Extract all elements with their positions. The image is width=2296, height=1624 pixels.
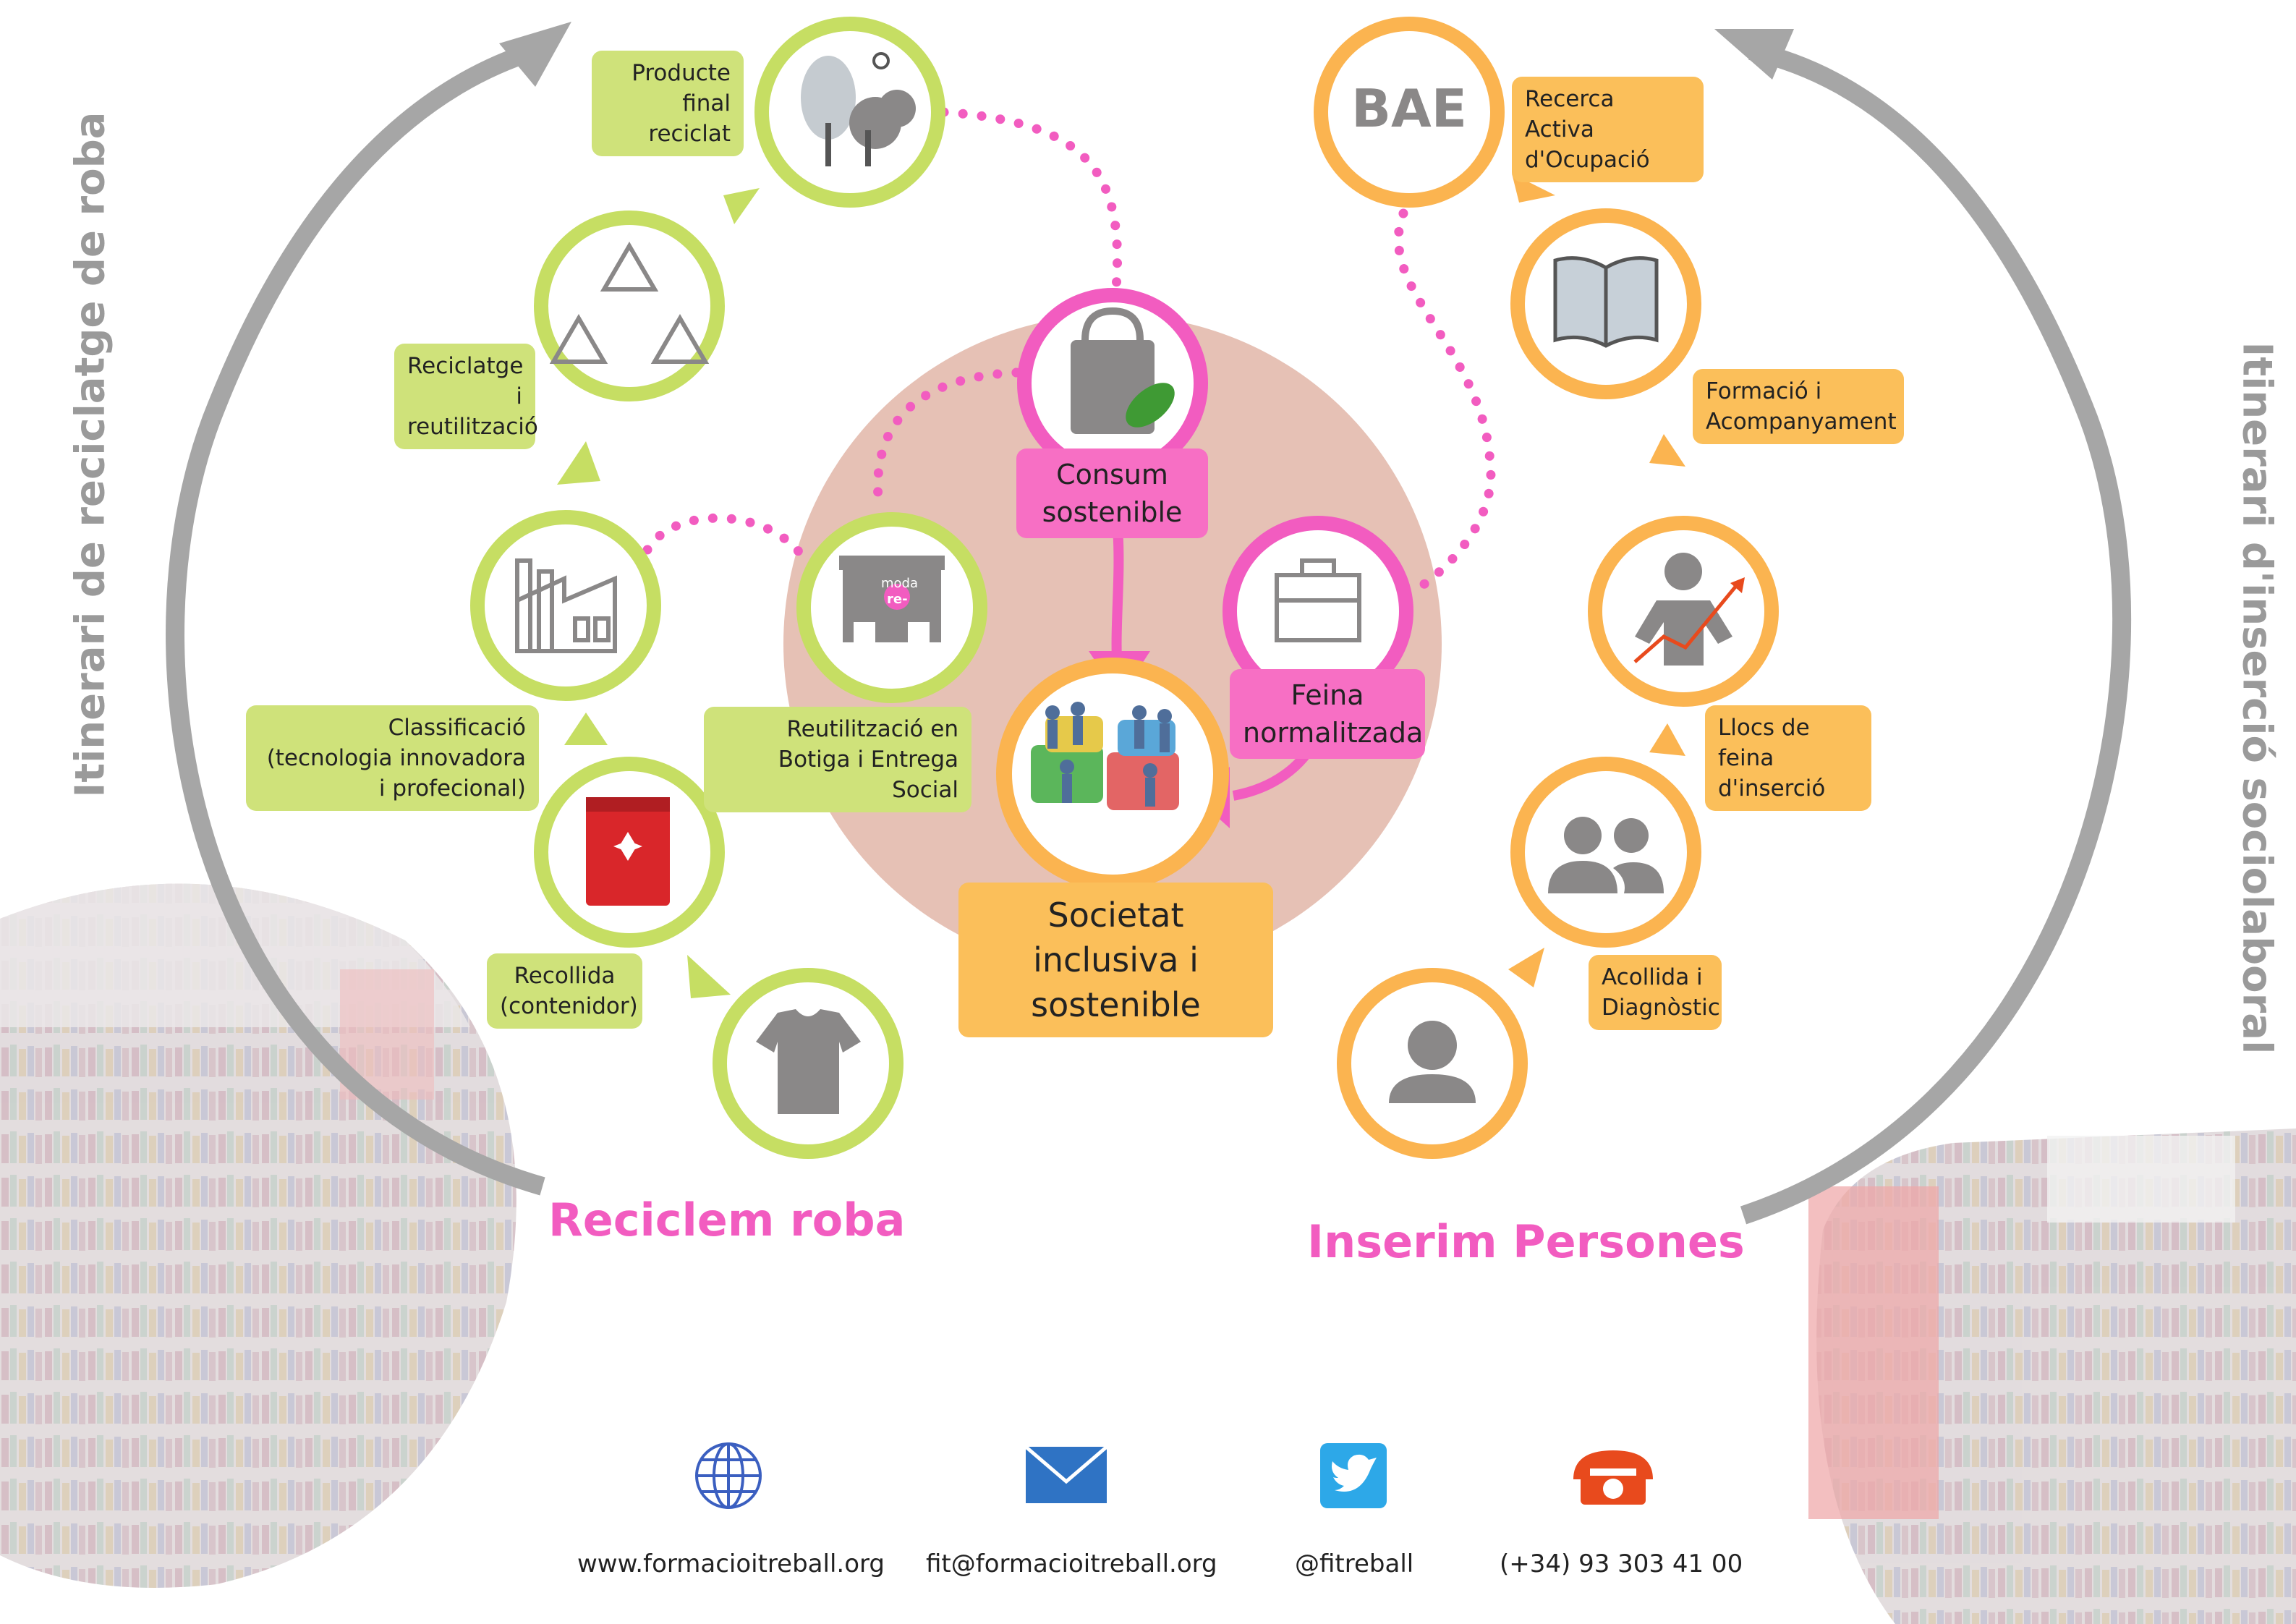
shopping-bag-leaf-icon xyxy=(1071,307,1175,434)
right-cycle-arrow xyxy=(1714,29,2132,1225)
email-icon xyxy=(1024,1445,1108,1503)
label-consumption: Consum sostenible xyxy=(1016,448,1208,538)
label-welcome: Acollida i Diagnòstic xyxy=(1589,955,1722,1030)
left-background-photo xyxy=(0,883,516,1588)
green-node-recycling xyxy=(534,211,725,401)
person-growth-icon xyxy=(1633,553,1745,666)
briefcase-icon xyxy=(1275,558,1361,642)
people-puzzle-icon xyxy=(1031,702,1179,810)
left-heading: Reciclem roba xyxy=(548,1194,906,1246)
green-node-collection xyxy=(534,757,725,948)
pink-node-consumption xyxy=(1017,288,1208,479)
contact-phone[interactable]: (+34) 93 303 41 00 xyxy=(1500,1549,1743,1578)
contact-web[interactable]: www.formacioitreball.org xyxy=(577,1549,885,1578)
phone-icon xyxy=(1573,1450,1653,1505)
globe-icon xyxy=(695,1442,762,1509)
green-step-arrows xyxy=(557,188,760,998)
green-node-tshirt xyxy=(713,968,903,1159)
dotted-connectors xyxy=(642,107,1496,598)
orange-node-bae: BAE xyxy=(1314,17,1505,208)
trees-cloud-icon xyxy=(801,52,916,166)
label-classification: Classificació (tecnologia innovadora i p… xyxy=(246,705,539,811)
orange-node-insertion-jobs xyxy=(1588,516,1779,707)
bae-icon-text: BAE xyxy=(1351,78,1467,139)
label-collection: Recollida (contenidor) xyxy=(487,953,642,1029)
green-node-final-product xyxy=(754,17,945,208)
left-cycle-title: Itinerari de reciclatge de roba xyxy=(67,111,114,798)
twitter-icon xyxy=(1320,1443,1387,1508)
container-icon xyxy=(586,797,670,906)
green-node-classification xyxy=(470,510,661,701)
orange-node-person xyxy=(1337,968,1528,1159)
label-training: Formació i Acompanyament xyxy=(1693,369,1904,444)
shop-sign-badge: re- xyxy=(887,592,908,607)
orange-node-society xyxy=(996,658,1229,890)
label-shop: Reutilització en Botiga i Entrega Social xyxy=(704,707,971,812)
recycle-icon xyxy=(549,242,710,364)
person-icon xyxy=(1389,1021,1476,1103)
label-recycling: Reciclatge i reutilització xyxy=(394,344,538,449)
label-final-product: Producte final reciclat xyxy=(592,51,744,156)
right-heading: Inserim Persones xyxy=(1307,1215,1745,1268)
tshirt-icon xyxy=(756,1009,861,1114)
shop-icon xyxy=(839,556,945,642)
right-background-photo xyxy=(1808,1128,2296,1624)
label-normal-job: Feina normalitzada xyxy=(1230,669,1425,759)
open-book-icon xyxy=(1553,256,1659,348)
right-cycle-title: Itinerari d'inserció sociolaboral xyxy=(2233,341,2281,1055)
label-society: Societat inclusiva i sostenible xyxy=(958,883,1273,1037)
orange-node-training xyxy=(1510,208,1701,399)
two-people-icon xyxy=(1548,817,1664,893)
shop-sign-small: moda xyxy=(881,576,918,591)
label-bae: Recerca Activa d'Ocupació xyxy=(1512,77,1704,182)
contact-email[interactable]: fit@formacioitreball.org xyxy=(926,1549,1217,1578)
contact-twitter[interactable]: @fitreball xyxy=(1295,1549,1414,1578)
green-node-shop: moda re- xyxy=(796,512,987,703)
orange-node-welcome xyxy=(1510,757,1701,948)
left-cycle-arrow xyxy=(166,22,571,1196)
label-insertion-jobs: Llocs de feina d'inserció xyxy=(1705,705,1871,811)
factory-icon xyxy=(515,558,617,653)
